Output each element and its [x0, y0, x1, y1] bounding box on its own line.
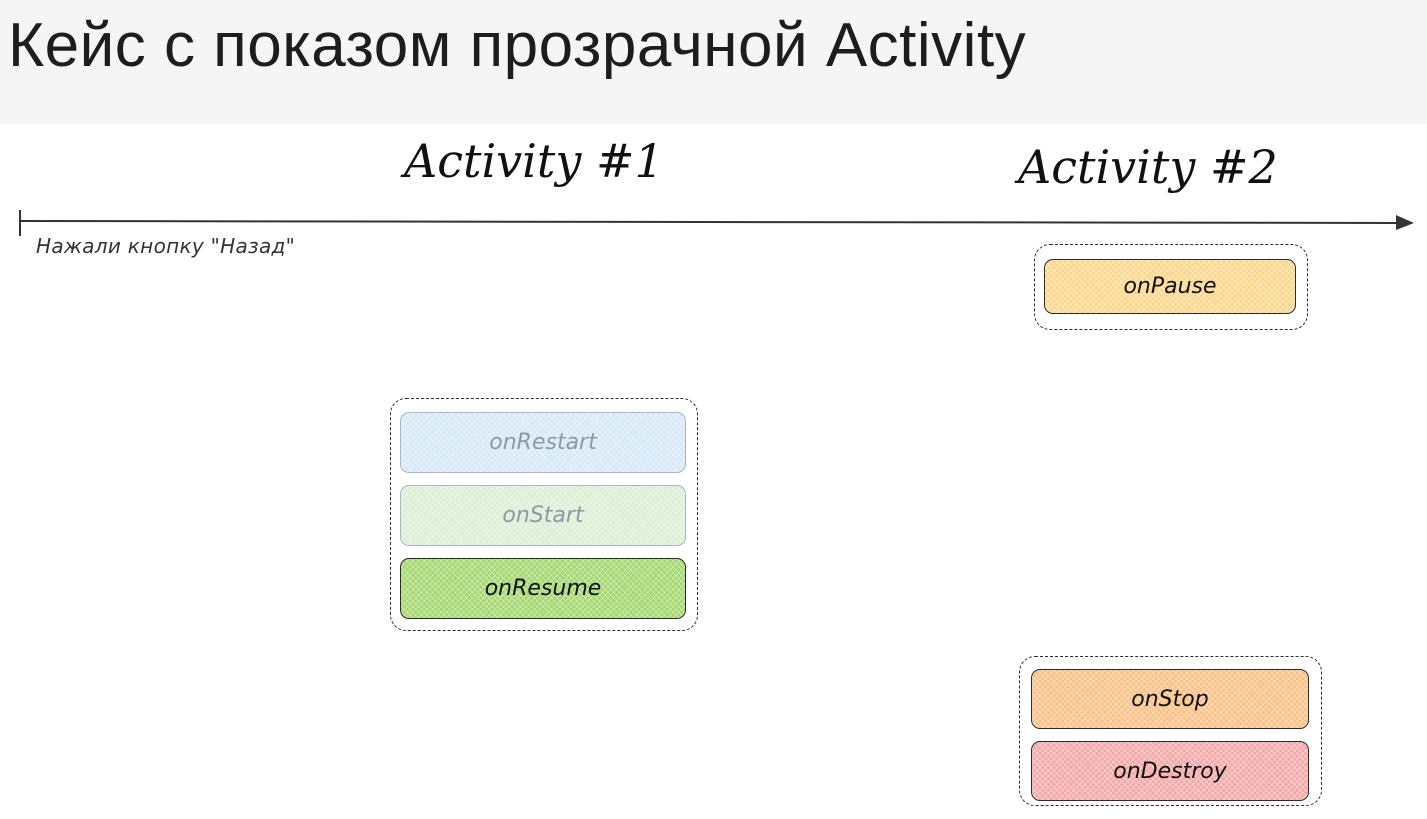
title-bar: Кейс с показом прозрачной Activity [0, 0, 1427, 124]
slide-title: Кейс с показом прозрачной Activity [8, 11, 1027, 80]
activity-1-heading: Activity #1 [404, 134, 664, 188]
callback-onrestart: onRestart [400, 412, 686, 473]
timeline-arrow [19, 210, 1414, 236]
callback-onstop: onStop [1031, 669, 1309, 729]
timeline-event-label: Нажали кнопку "Назад" [36, 234, 296, 258]
callback-onstart: onStart [400, 485, 686, 546]
activity-1-resume-group [390, 398, 698, 631]
callback-onpause: onPause [1044, 259, 1296, 314]
callback-ondestroy: onDestroy [1031, 741, 1309, 801]
activity-2-pause-group [1034, 244, 1308, 330]
callback-onresume: onResume [400, 558, 686, 619]
activity-2-stop-group [1019, 656, 1322, 806]
timeline-axis-line [19, 220, 1411, 224]
lifecycle-diagram: Activity #1 Activity #2 Нажали кнопку "Н… [0, 124, 1427, 819]
activity-2-heading: Activity #2 [1018, 140, 1278, 194]
timeline-arrowhead-icon [1396, 215, 1414, 230]
